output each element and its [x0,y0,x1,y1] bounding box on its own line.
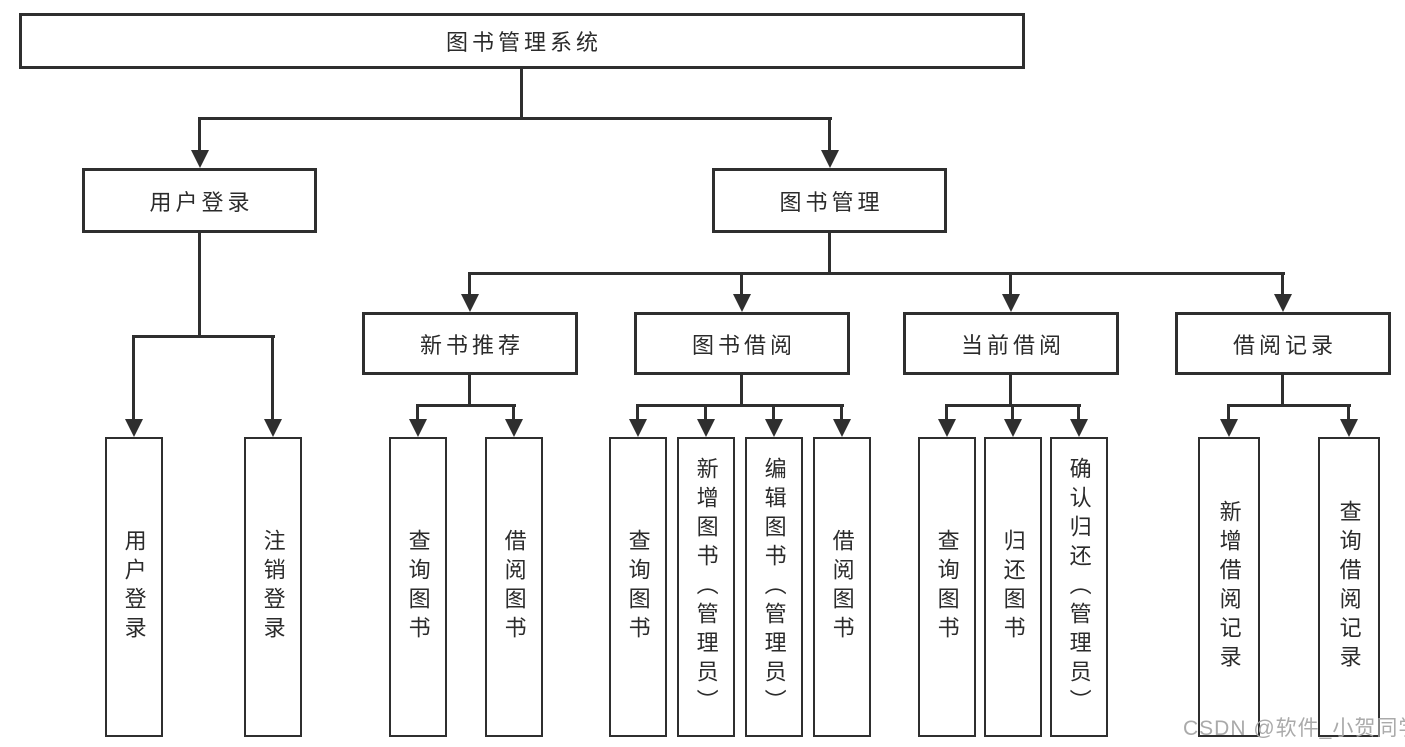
leaf-records-add-record: 新增借阅记录 [1198,437,1260,737]
connector-stem [704,405,707,421]
connector-stem-user-login [198,118,201,151]
connector-stem-new-book [468,273,471,295]
arrow-down-icon [697,419,715,437]
arrow-down-icon [125,419,143,437]
leaf-recommend-query-books: 查询图书 [389,437,447,737]
leaf-current-query-books-label: 查询图书 [934,529,960,645]
connector-groupD-rail [1227,404,1351,407]
leaf-borrowing-query-books-label: 查询图书 [625,529,651,645]
node-root-library-system: 图书管理系统 [19,13,1025,69]
leaf-borrowing-edit-books-admin-label: 编辑图书（管理员） [761,456,787,718]
node-user-login-label: 用户登录 [149,189,254,215]
connector-root-rail [198,117,832,120]
node-user-login-branch: 用户登录 [82,168,317,233]
connector-groupA-rail [416,404,516,407]
leaf-recommend-borrow-books: 借阅图书 [485,437,543,737]
connector-book-mgmt-trunk [828,233,831,274]
arrow-down-icon [461,294,479,312]
leaf-logout-label: 注销登录 [260,529,286,645]
connector-stem-current-borrow [1009,273,1012,295]
leaf-borrowing-add-books-admin: 新增图书（管理员） [677,437,735,737]
connector-stem [772,405,775,421]
connector-stem-book-mgmt [828,118,831,151]
arrow-down-icon [938,419,956,437]
leaf-logout: 注销登录 [244,437,302,737]
connector-user-login-trunk [198,233,201,337]
arrow-down-icon [505,419,523,437]
leaf-borrowing-add-books-admin-label: 新增图书（管理员） [693,456,719,718]
connector-root-trunk [520,68,523,118]
connector-user-login-rail [132,335,275,338]
leaf-current-confirm-return-admin-label: 确认归还（管理员） [1066,456,1092,718]
leaf-current-return-books-label: 归还图书 [1000,529,1026,645]
leaf-borrowing-borrow-books: 借阅图书 [813,437,871,737]
connector-groupB-rail [636,404,844,407]
leaf-recommend-query-books-label: 查询图书 [405,529,431,645]
leaf-current-query-books: 查询图书 [918,437,976,737]
csdn-watermark: CSDN @软件_小贺同学 [1183,717,1405,740]
connector-stem [1077,405,1080,421]
node-current-borrowing-label: 当前借阅 [960,332,1065,358]
connector-stem-leaf-user-login [132,336,135,420]
connector-stem-borrow-records [1281,273,1284,295]
arrow-down-icon [1070,419,1088,437]
node-book-management-branch: 图书管理 [712,168,947,233]
connector-groupC-trunk [1009,375,1012,406]
arrow-down-icon [1274,294,1292,312]
node-book-management-label: 图书管理 [779,189,884,215]
arrow-down-icon [1004,419,1022,437]
connector-stem [1347,405,1350,421]
leaf-records-add-record-label: 新增借阅记录 [1216,500,1242,674]
node-borrowing-records: 借阅记录 [1175,312,1391,375]
leaf-borrowing-borrow-books-label: 借阅图书 [829,529,855,645]
leaf-recommend-borrow-books-label: 借阅图书 [501,529,527,645]
node-book-borrowing-label: 图书借阅 [691,332,796,358]
connector-book-mgmt-rail [468,272,1285,275]
node-root-label: 图书管理系统 [445,30,602,55]
node-current-borrowing: 当前借阅 [903,312,1119,375]
arrow-down-icon [765,419,783,437]
connector-groupB-trunk [740,375,743,406]
leaf-records-query-record: 查询借阅记录 [1318,437,1380,737]
connector-stem-leaf-logout [271,336,274,420]
leaf-current-confirm-return-admin: 确认归还（管理员） [1050,437,1108,737]
arrow-down-icon [264,419,282,437]
node-book-borrowing: 图书借阅 [634,312,850,375]
connector-stem [1011,405,1014,421]
connector-stem [416,405,419,421]
arrow-down-icon [1220,419,1238,437]
arrow-down-icon [191,150,209,168]
connector-stem [840,405,843,421]
connector-stem [1227,405,1230,421]
arrow-down-icon [821,150,839,168]
node-new-book-recommend: 新书推荐 [362,312,578,375]
arrow-down-icon [1002,294,1020,312]
arrow-down-icon [409,419,427,437]
leaf-borrowing-query-books: 查询图书 [609,437,667,737]
arrow-down-icon [733,294,751,312]
leaf-borrowing-edit-books-admin: 编辑图书（管理员） [745,437,803,737]
arrow-down-icon [833,419,851,437]
connector-stem [512,405,515,421]
connector-groupA-trunk [468,375,471,406]
connector-groupD-trunk [1281,375,1284,406]
leaf-user-login-label: 用户登录 [121,529,147,645]
node-borrowing-records-label: 借阅记录 [1232,332,1337,358]
leaf-user-login: 用户登录 [105,437,163,737]
node-new-book-recommend-label: 新书推荐 [419,332,524,358]
arrow-down-icon [629,419,647,437]
arrow-down-icon [1340,419,1358,437]
connector-stem [636,405,639,421]
connector-stem [945,405,948,421]
connector-stem-book-borrow [740,273,743,295]
leaf-current-return-books: 归还图书 [984,437,1042,737]
leaf-records-query-record-label: 查询借阅记录 [1336,500,1362,674]
